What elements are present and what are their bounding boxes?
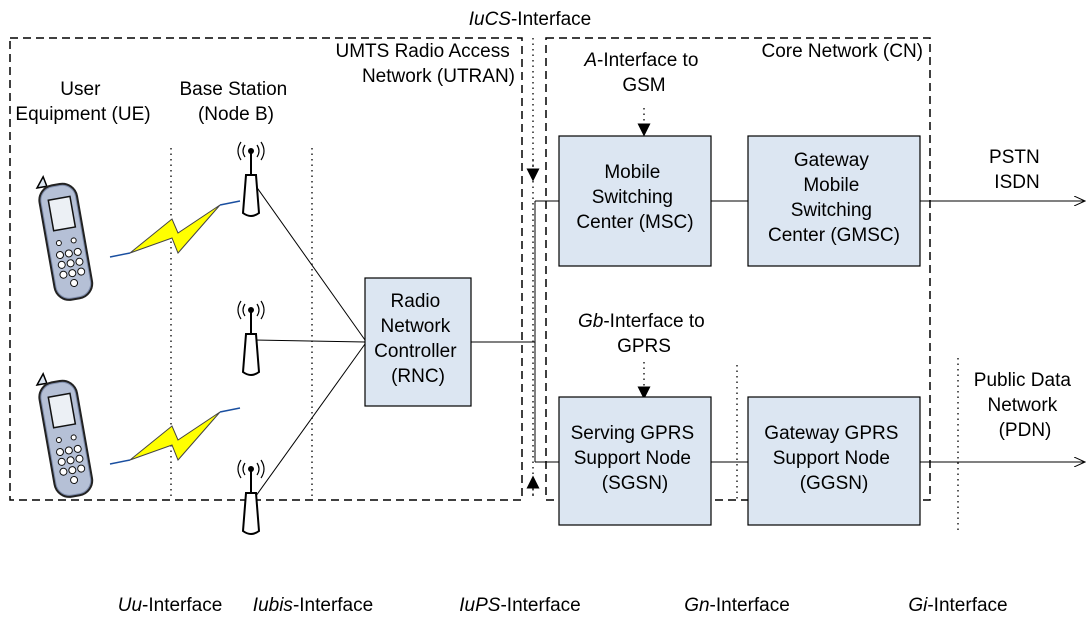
a-interface-label: A-Interface to GSM — [583, 50, 703, 96]
core-network-title: Core Network (CN) — [761, 41, 923, 62]
mobile-phone-icon — [34, 367, 96, 501]
antenna-tower-icon — [237, 141, 265, 217]
utran-title: UMTS Radio Access Network (UTRAN) — [335, 41, 515, 87]
rnc-box — [364, 277, 472, 407]
msc-box — [558, 135, 712, 267]
gi-interface-label: Gi-Interface — [908, 595, 1007, 616]
sgsn-label: Serving GPRS Support Node (SGSN) — [571, 423, 700, 494]
msc-label: Mobile Switching Center (MSC) — [576, 162, 693, 233]
bs3-rnc-link — [252, 343, 366, 501]
antenna-tower-icon — [237, 459, 265, 535]
iubis-interface-label: Iubis-Interface — [253, 595, 373, 616]
uu-interface-label: Uu-Interface — [118, 595, 223, 616]
utran-boundary — [9, 37, 523, 501]
radio-link-bolt-icon — [109, 200, 241, 258]
antenna-tower-icon — [237, 300, 265, 376]
gn-interface-label: Gn-Interface — [684, 595, 790, 616]
pdn-label: Public Data Network (PDN) — [974, 370, 1076, 441]
iucs-interface-label: IuCS-Interface — [469, 9, 592, 30]
bs2-rnc-link — [252, 339, 366, 343]
gb-interface-label: Gb-Interface to GPRS — [578, 311, 710, 357]
radio-link-bolt-icon — [109, 407, 241, 465]
core-network-boundary — [545, 37, 931, 501]
ggsn-box — [747, 396, 921, 526]
ue-column-title: User Equipment (UE) — [15, 79, 150, 125]
pstn-isdn-label: PSTN ISDN — [989, 147, 1045, 193]
sgsn-box — [558, 396, 712, 526]
base-station-column-title: Base Station (Node B) — [179, 79, 292, 125]
iups-interface-label: IuPS-Interface — [459, 595, 580, 616]
ggsn-label: Gateway GPRS Support Node (GGSN) — [764, 423, 903, 494]
mobile-phone-icon — [34, 170, 96, 304]
gmsc-box — [747, 135, 921, 267]
bs1-rnc-link — [252, 181, 366, 341]
rnc-label: Radio Network Controller (RNC) — [374, 291, 462, 387]
gmsc-label: Gateway Mobile Switching Center (GMSC) — [768, 150, 900, 246]
